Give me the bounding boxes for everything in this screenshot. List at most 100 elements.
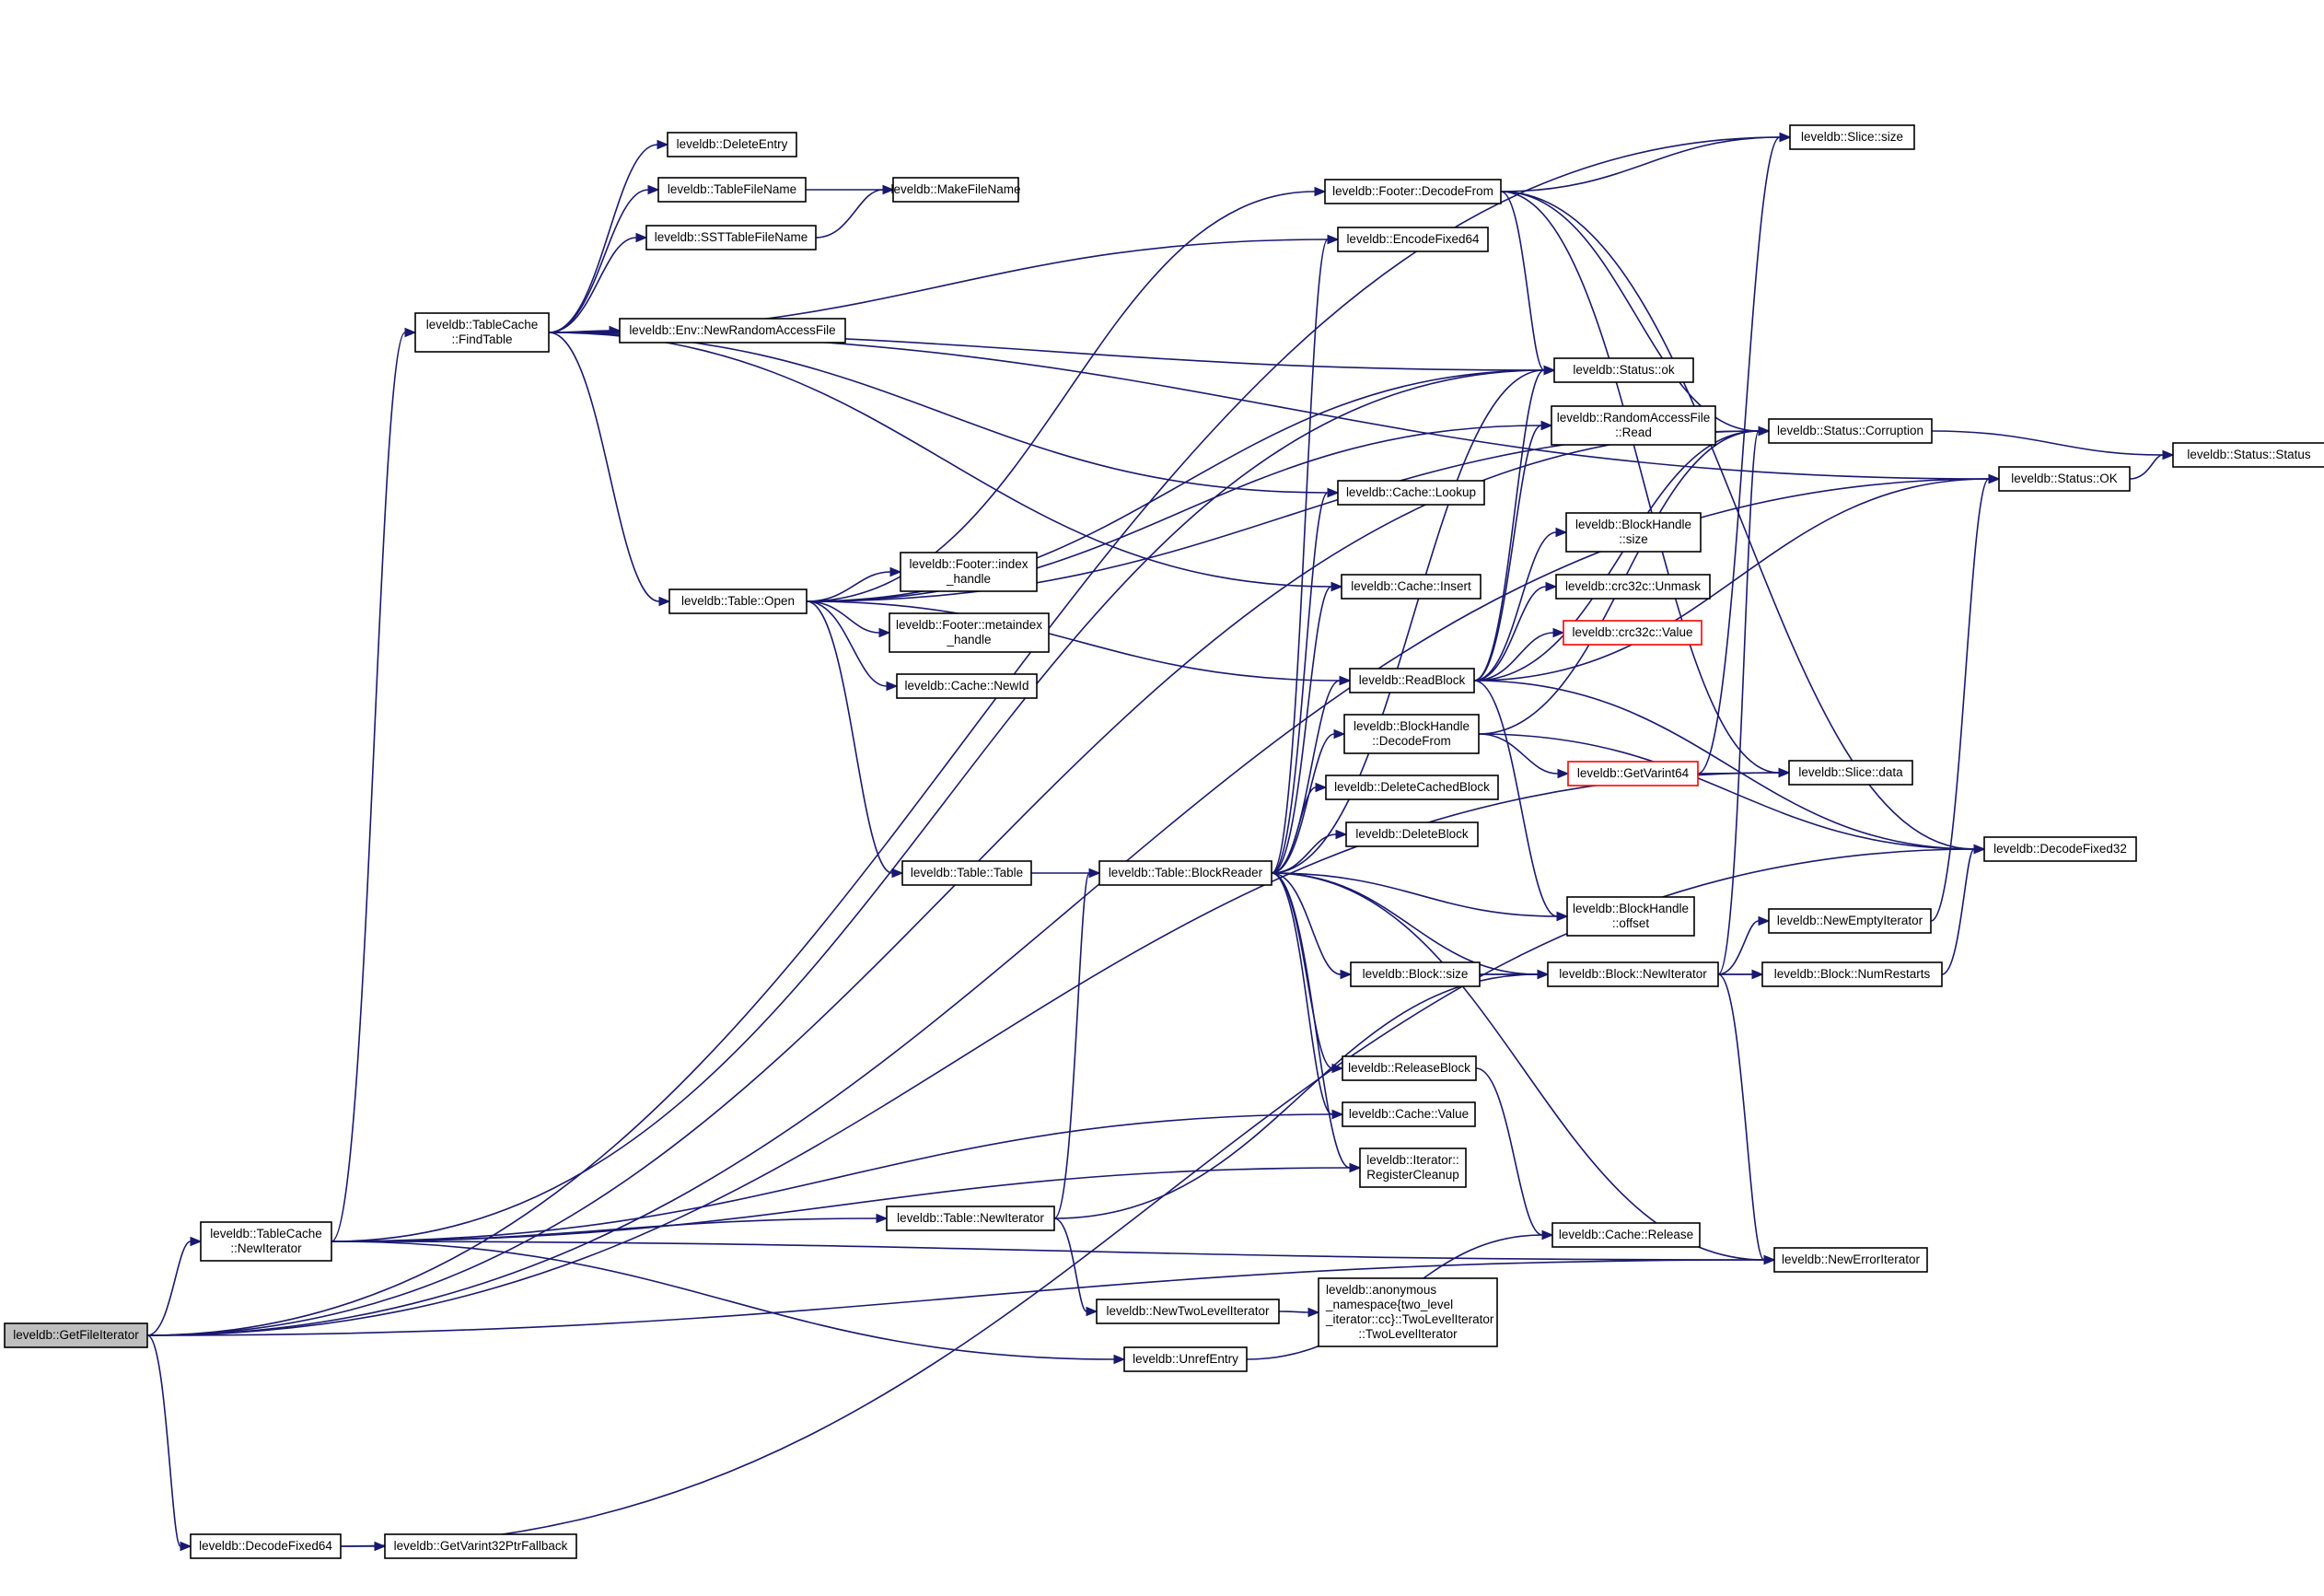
node-newrandomaccessfile[interactable]: leveldb::Env::NewRandomAccessFile (619, 318, 846, 344)
node-label: leveldb::RandomAccessFile (1557, 411, 1711, 425)
edge-block-newiterator-to-newerroriterator (1717, 973, 1765, 1261)
node-newerroriterator[interactable]: leveldb::NewErrorIterator (1773, 1247, 1928, 1273)
node-blockreader[interactable]: leveldb::Table::BlockReader (1098, 860, 1272, 886)
arrowhead-icon (1335, 829, 1348, 840)
arrowhead-icon (876, 1213, 889, 1224)
edge-table-open-to-footer-decodefrom (806, 191, 1316, 602)
arrowhead-icon (1555, 527, 1568, 538)
node-slice-data[interactable]: leveldb::Slice::data (1788, 760, 1913, 786)
node-label: leveldb::Status::ok (1573, 363, 1675, 377)
node-label: ::offset (1612, 916, 1650, 930)
node-table-newiterator[interactable]: leveldb::Table::NewIterator (886, 1206, 1055, 1231)
node-bh-decodefrom[interactable]: leveldb::BlockHandle::DecodeFrom (1343, 714, 1480, 754)
node-box (668, 588, 808, 614)
arrowhead-icon (1331, 1109, 1344, 1120)
arrowhead-icon (180, 1541, 192, 1552)
edge-blockreader-to-cache-value (1271, 872, 1333, 1115)
node-status-ok[interactable]: leveldb::Status::ok (1553, 357, 1694, 383)
node-releaseblock[interactable]: leveldb::ReleaseBlock (1342, 1055, 1477, 1081)
edge-tc-newiterator-to-tc-findtable (331, 332, 406, 1242)
node-tablefilename[interactable]: leveldb::TableFileName (657, 177, 807, 203)
node-cache-lookup[interactable]: leveldb::Cache::Lookup (1337, 480, 1485, 506)
node-registercleanup[interactable]: leveldb::Iterator::RegisterCleanup (1359, 1147, 1467, 1188)
node-crc-value[interactable]: leveldb::crc32c::Value (1563, 620, 1702, 646)
node-ssttablefilename[interactable]: leveldb::SSTTableFileName (645, 225, 817, 250)
arrowhead-icon (1545, 581, 1558, 592)
node-box (886, 1206, 1055, 1231)
node-table-open[interactable]: leveldb::Table::Open (668, 588, 808, 614)
node-footer-metaindex[interactable]: leveldb::Footer::metaindex_handle (889, 612, 1050, 653)
node-slice-size[interactable]: leveldb::Slice::size (1789, 124, 1915, 150)
node-decodefixed64[interactable]: leveldb::DecodeFixed64 (190, 1533, 342, 1559)
node-tc-findtable[interactable]: leveldb::TableCache::FindTable (414, 312, 550, 353)
edge-table-open-to-readblock (806, 600, 1341, 682)
node-readblock[interactable]: leveldb::ReadBlock (1349, 668, 1475, 693)
node-box (1789, 124, 1915, 150)
node-unrefentry[interactable]: leveldb::UnrefEntry (1123, 1346, 1248, 1372)
node-label: ::NewIterator (230, 1241, 302, 1255)
node-table-table[interactable]: leveldb::Table::Table (901, 860, 1032, 886)
node-cache-newid[interactable]: leveldb::Cache::NewId (896, 673, 1038, 699)
node-label: ::FindTable (451, 332, 512, 346)
edge-footer-decodefrom-to-status-ok (1500, 191, 1545, 371)
node-newemptyiterator[interactable]: leveldb::NewEmptyIterator (1768, 908, 1932, 934)
node-block-newiterator[interactable]: leveldb::Block::NewIterator (1547, 961, 1719, 987)
node-block-size[interactable]: leveldb::Block::size (1350, 961, 1481, 987)
arrowhead-icon (1349, 1162, 1362, 1173)
node-bh-offset[interactable]: leveldb::BlockHandle::offset (1566, 896, 1695, 937)
node-twoleveliterator[interactable]: leveldb::anonymous_namespace{two_level_i… (1318, 1277, 1498, 1347)
node-label: leveldb::NewTwoLevelIterator (1106, 1304, 1270, 1318)
node-encodefixed64[interactable]: leveldb::EncodeFixed64 (1337, 227, 1489, 252)
edge-numrestarts-to-decodefixed32 (1941, 848, 1975, 975)
edge-decodefixed64-to-decodefixed32 (340, 848, 1975, 1547)
node-makefilename[interactable]: leveldb::MakeFileName (890, 177, 1021, 203)
node-label: leveldb::Block::size (1363, 967, 1469, 981)
node-getvarint32ptrfallback[interactable]: leveldb::GetVarint32PtrFallback (384, 1533, 577, 1559)
node-tc-newiterator[interactable]: leveldb::TableCache::NewIterator (200, 1221, 332, 1262)
arrowhead-icon (882, 184, 895, 195)
arrowhead-icon (1557, 768, 1570, 779)
edge-tc-findtable-to-cache-insert (548, 332, 1332, 588)
node-unmask[interactable]: leveldb::crc32c::Unmask (1555, 574, 1711, 600)
arrowhead-icon (1327, 487, 1340, 498)
node-label: leveldb::ReadBlock (1359, 673, 1466, 687)
node-cache-release[interactable]: leveldb::Cache::Release (1551, 1222, 1701, 1248)
node-label: ::Read (1615, 425, 1652, 439)
node-deleteentry[interactable]: leveldb::DeleteEntry (667, 132, 797, 157)
node-cache-insert[interactable]: leveldb::Cache::Insert (1341, 574, 1482, 600)
node-footer-decodefrom[interactable]: leveldb::Footer::DecodeFrom (1324, 179, 1502, 204)
node-bh-size[interactable]: leveldb::BlockHandle::size (1565, 512, 1702, 553)
node-box (889, 612, 1050, 653)
node-label: leveldb::DeleteEntry (677, 137, 788, 151)
node-box (1345, 821, 1479, 847)
node-label: leveldb::GetFileIterator (13, 1328, 139, 1342)
node-footer-index[interactable]: leveldb::Footer::index_handle (900, 552, 1038, 592)
node-status-corruption[interactable]: leveldb::Status::Corruption (1768, 418, 1933, 444)
node-box (896, 673, 1038, 699)
node-status-status[interactable]: leveldb::Status::Status (2172, 442, 2324, 468)
node-deletecachedblock[interactable]: leveldb::DeleteCachedBlock (1325, 775, 1499, 800)
node-label: leveldb::ReleaseBlock (1348, 1061, 1470, 1075)
edge-readblock-to-crc-value (1473, 632, 1554, 682)
node-numrestarts[interactable]: leveldb::Block::NumRestarts (1761, 961, 1943, 987)
node-deleteblock[interactable]: leveldb::DeleteBlock (1345, 821, 1479, 847)
node-label: leveldb::Table::Open (681, 594, 795, 608)
node-box (1324, 179, 1502, 204)
edge-table-open-to-table-table (806, 600, 893, 874)
node-getfileiterator[interactable]: leveldb::GetFileIterator (4, 1322, 148, 1348)
node-box (1359, 1147, 1467, 1188)
node-status-ok[interactable]: leveldb::Status::OK (1998, 466, 2131, 492)
node-decodefixed32[interactable]: leveldb::DecodeFixed32 (1983, 836, 2137, 862)
edge-table-newiterator-to-newtwoleveliterator (1053, 1217, 1087, 1312)
node-box (892, 177, 1019, 203)
edge-blockreader-to-deletecachedblock (1271, 786, 1317, 874)
node-label: leveldb::Cache::Insert (1351, 579, 1471, 593)
arrowhead-icon (1339, 675, 1352, 686)
node-cache-value[interactable]: leveldb::Cache::Value (1342, 1101, 1476, 1127)
node-raf-read[interactable]: leveldb::RandomAccessFile::Read (1551, 405, 1716, 446)
node-label: leveldb::Table::Table (911, 866, 1023, 880)
node-getvarint64[interactable]: leveldb::GetVarint64 (1567, 761, 1699, 786)
node-label: leveldb::Block::NewIterator (1559, 967, 1707, 981)
edge-getfileiterator-to-slice-size (146, 136, 1781, 1336)
node-newtwoleveliterator[interactable]: leveldb::NewTwoLevelIterator (1096, 1299, 1280, 1324)
